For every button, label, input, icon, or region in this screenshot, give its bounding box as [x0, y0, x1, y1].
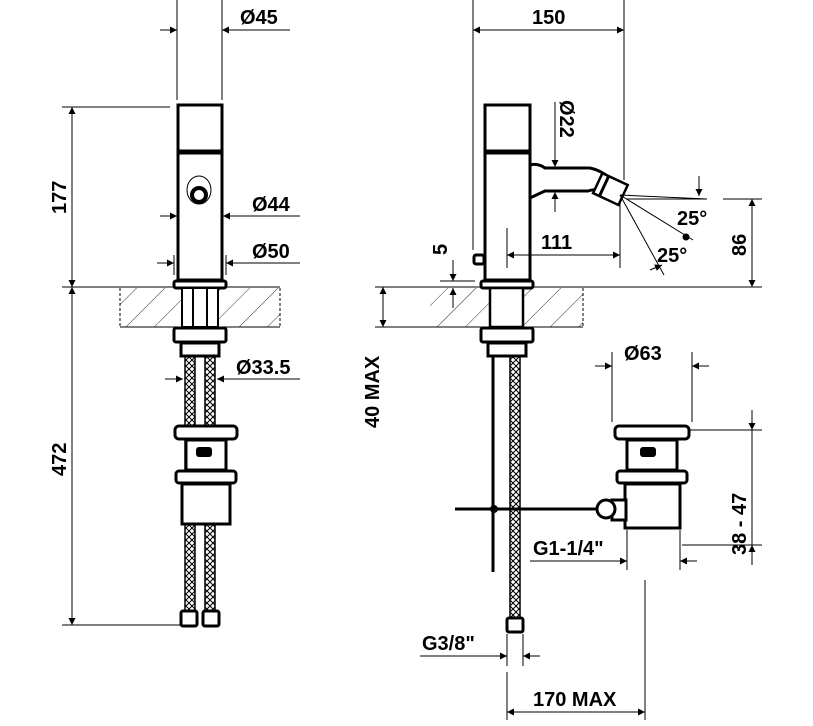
aerator-nozzle	[591, 171, 630, 207]
front-view: Ø45 Ø44 Ø50 Ø33.5 177 472	[49, 0, 300, 628]
dim-spout-height-86: 86	[729, 234, 751, 256]
dim-offset-5: 5	[430, 244, 452, 255]
dim-length-472: 472	[49, 443, 71, 476]
dim-body-diameter: Ø44	[252, 194, 291, 216]
dim-angle-down: 25°	[657, 245, 687, 267]
waste-side	[595, 424, 691, 530]
dim-angle-up: 25°	[677, 208, 707, 230]
dim-reach-111: 111	[541, 232, 572, 254]
dim-base-diameter: Ø50	[252, 241, 290, 263]
waste-front	[173, 424, 239, 526]
dim-deck-40max: 40 MAX	[362, 355, 384, 428]
dim-depth-150: 150	[532, 7, 565, 29]
dim-waste-diameter: Ø63	[624, 343, 662, 365]
dim-hose-connection: G3/8"	[422, 633, 475, 655]
dim-top-diameter: Ø45	[240, 7, 278, 29]
dim-waste-thread: G1-1/4"	[533, 538, 604, 560]
dim-waste-adjust: 38 - 47	[729, 493, 751, 555]
dim-shank-diameter: Ø33.5	[236, 357, 290, 379]
side-view: 150 Ø22 111 5 86 25° 25° 40 MAX Ø63	[362, 0, 762, 720]
dim-height-177: 177	[49, 181, 71, 214]
dim-rod-170max: 170 MAX	[533, 689, 617, 711]
hose-side	[509, 355, 521, 619]
lever-knob	[186, 175, 212, 205]
dim-spout-diameter: Ø22	[555, 100, 577, 138]
